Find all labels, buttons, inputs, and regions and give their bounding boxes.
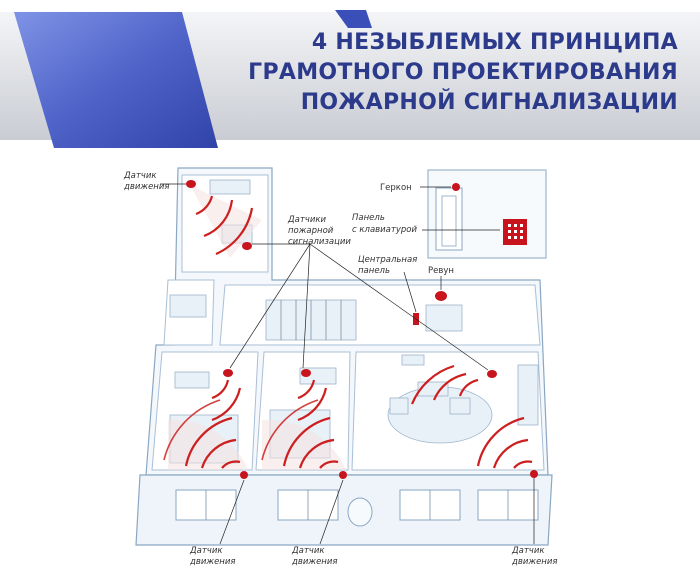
label-motion-b2-1: Датчик — [291, 546, 325, 556]
banner-blue-shape — [14, 12, 218, 148]
label-motion-top-1: Датчик — [123, 171, 157, 181]
motion-sensor-b3 — [530, 470, 538, 478]
motion-sensor-top — [186, 180, 196, 188]
label-fire-3: сигнализации — [288, 237, 351, 247]
fire-sensor-room-2 — [301, 369, 311, 377]
leader-lines — [160, 183, 535, 545]
label-panel-kb-2: с клавиатурой — [352, 225, 417, 235]
label-gerkon: Геркон — [380, 183, 412, 193]
fire-sensor-top-room — [242, 242, 252, 250]
label-fire-2: пожарной — [288, 226, 334, 236]
title-line-3: ПОЖАРНОЙ СИГНАЛИЗАЦИИ — [300, 90, 678, 115]
door-inset — [427, 169, 547, 259]
header-banner — [0, 10, 700, 148]
siren — [435, 291, 447, 301]
fire-sensor-room-1 — [223, 369, 233, 377]
label-motion-b2-2: движения — [291, 557, 338, 567]
gerkon-sensor — [452, 183, 460, 191]
page-title: 4 НЕЗЫБЛЕМЫХ ПРИНЦИПА ГРАМОТНОГО ПРОЕКТИ… — [208, 28, 678, 118]
title-line-2: ГРАМОТНОГО ПРОЕКТИРОВАНИЯ — [248, 60, 678, 85]
title-line-1: 4 НЕЗЫБЛЕМЫХ ПРИНЦИПА — [311, 30, 678, 55]
label-panel-kb-1: Панель — [352, 213, 385, 223]
label-motion-b1-1: Датчик — [189, 546, 223, 556]
labels: Датчик движения Датчики пожарной сигнали… — [123, 171, 558, 567]
motion-sensor-b1 — [240, 471, 248, 479]
label-motion-b3-2: движения — [511, 557, 558, 567]
label-motion-b3-1: Датчик — [511, 546, 545, 556]
label-motion-top-2: движения — [123, 182, 170, 192]
label-motion-b1-2: движения — [189, 557, 236, 567]
fire-sensor-room-3 — [487, 370, 497, 378]
label-central-2: панель — [358, 266, 390, 276]
floor-plan-diagram: Датчик движения Датчики пожарной сигнали… — [123, 167, 558, 567]
coverage-zones — [163, 185, 533, 470]
banner-accent — [335, 10, 372, 28]
label-central-1: Центральная — [358, 255, 417, 265]
label-fire-1: Датчики — [287, 215, 326, 225]
label-siren: Ревун — [428, 266, 454, 276]
motion-sensor-b2 — [339, 471, 347, 479]
